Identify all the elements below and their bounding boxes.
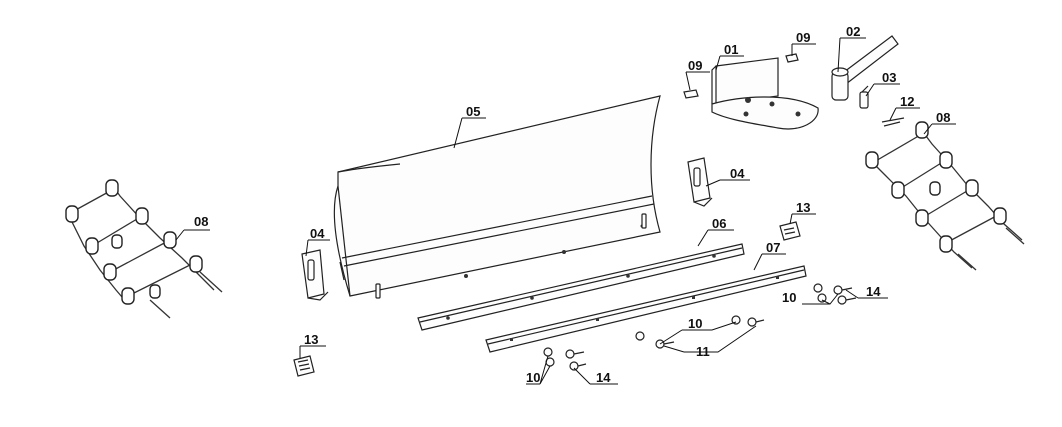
label-12: 12 xyxy=(900,94,914,109)
label-10-mid: 10 xyxy=(688,316,702,331)
cotter-pin xyxy=(881,117,905,127)
screw-09-b xyxy=(785,53,799,63)
screw-09-a xyxy=(683,89,699,99)
lock-pin xyxy=(859,85,869,109)
plate-left xyxy=(293,355,315,377)
skid-left xyxy=(301,249,329,301)
snow-chain-left xyxy=(65,179,223,319)
plow-blade xyxy=(333,95,661,299)
bolts-right-group xyxy=(813,283,857,305)
label-03: 03 xyxy=(882,70,896,85)
label-04-right: 04 xyxy=(730,166,745,181)
label-05: 05 xyxy=(466,104,480,119)
label-13-left: 13 xyxy=(304,332,318,347)
rubber-strip xyxy=(485,265,807,353)
label-09-left: 09 xyxy=(688,58,702,73)
callout-labels: 05 01 02 03 12 08 08 04 04 06 07 13 13 0… xyxy=(194,24,950,385)
label-10-right: 10 xyxy=(782,290,796,305)
label-08-left: 08 xyxy=(194,214,208,229)
label-13-right: 13 xyxy=(796,200,810,215)
skid-right xyxy=(687,157,713,207)
label-11: 11 xyxy=(696,344,710,359)
pivot-handle xyxy=(831,35,899,101)
label-04-left: 04 xyxy=(310,226,325,241)
label-10-bottom: 10 xyxy=(526,370,540,385)
snow-chain-right xyxy=(865,121,1025,271)
label-01: 01 xyxy=(724,42,738,57)
label-14-bottom: 14 xyxy=(596,370,611,385)
bolts-mid-group xyxy=(635,315,765,349)
label-14-right: 14 xyxy=(866,284,881,299)
wear-strip xyxy=(417,243,745,331)
label-06: 06 xyxy=(712,216,726,231)
bolts-bottom-group xyxy=(543,347,587,371)
plate-right xyxy=(779,221,801,241)
label-09-right: 09 xyxy=(796,30,810,45)
mounting-bracket xyxy=(711,57,819,130)
leader-lines xyxy=(175,37,956,385)
label-07: 07 xyxy=(766,240,780,255)
label-08-right: 08 xyxy=(936,110,950,125)
label-02: 02 xyxy=(846,24,860,39)
